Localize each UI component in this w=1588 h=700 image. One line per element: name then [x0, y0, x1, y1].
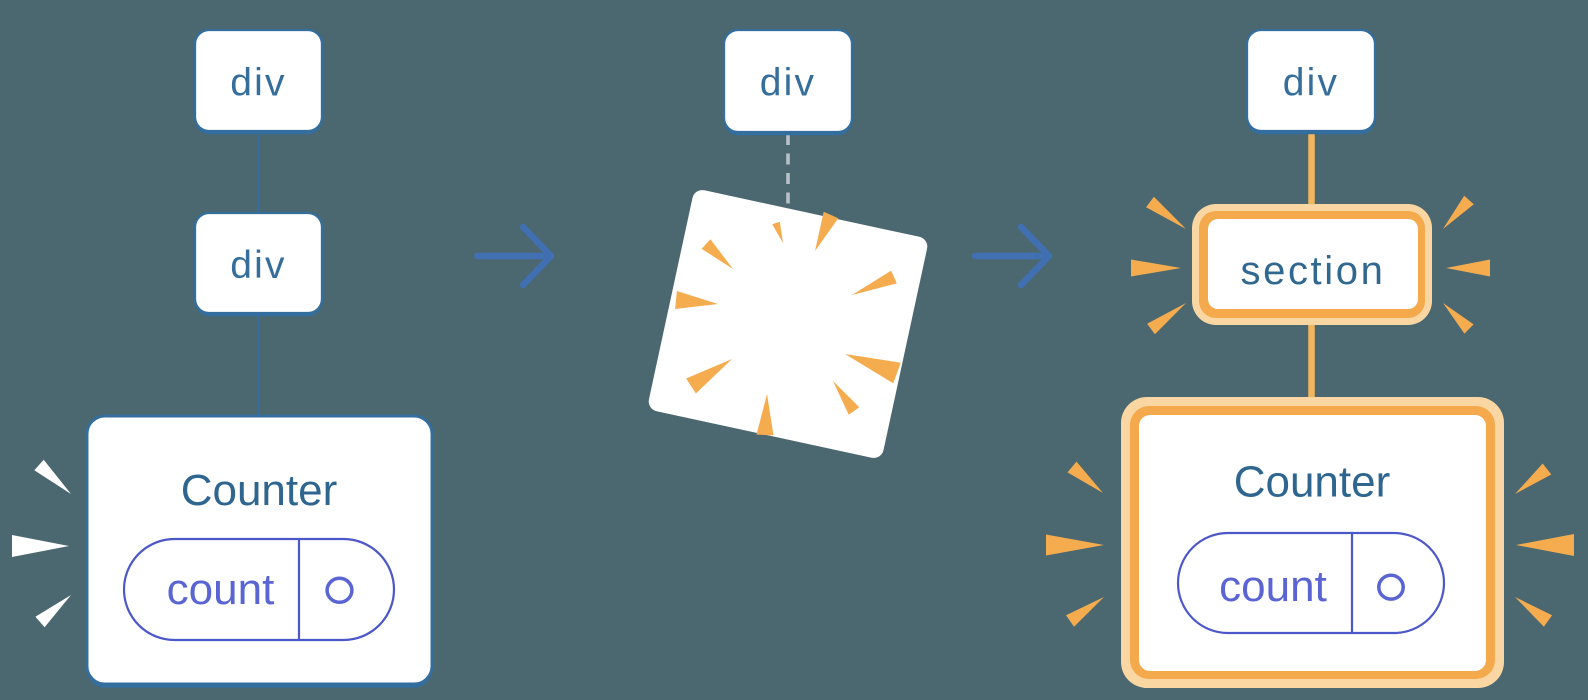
svg-text:count: count	[1219, 562, 1327, 611]
svg-text:div: div	[230, 62, 286, 105]
svg-text:div: div	[230, 244, 286, 287]
svg-text:div: div	[1283, 62, 1339, 105]
svg-text:Counter: Counter	[181, 466, 338, 515]
svg-text:count: count	[167, 565, 275, 614]
svg-text:div: div	[760, 62, 816, 105]
svg-text:section: section	[1241, 249, 1386, 293]
svg-text:Counter: Counter	[1234, 458, 1391, 507]
